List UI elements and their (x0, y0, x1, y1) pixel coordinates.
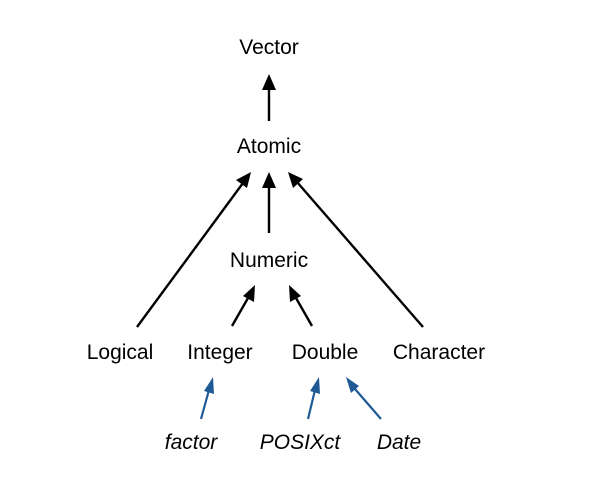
edge-character-to-atomic (296, 181, 424, 328)
edge-double-to-numeric (294, 297, 314, 327)
node-integer: Integer (187, 341, 252, 364)
node-labels: Vector Atomic Numeric Logical Integer Do… (87, 36, 485, 454)
node-posixct: POSIXct (260, 431, 342, 454)
node-date: Date (377, 431, 421, 454)
edge-date-to-double (354, 388, 382, 420)
node-factor: factor (165, 431, 219, 454)
base-type-edges (136, 74, 424, 328)
arrowhead-logical-to-atomic (236, 172, 251, 188)
arrowhead-date-to-double (346, 377, 359, 393)
node-atomic: Atomic (237, 135, 301, 158)
node-character: Character (393, 341, 485, 364)
arrowhead-posixct-to-double (310, 377, 320, 394)
edge-integer-to-numeric (230, 297, 250, 327)
node-logical: Logical (87, 341, 154, 364)
node-vector: Vector (239, 36, 299, 59)
arrowhead-factor-to-integer (204, 377, 214, 394)
arrowhead-character-to-atomic (288, 172, 303, 188)
edge-factor-to-integer (199, 389, 211, 420)
arrowhead-double-to-numeric (289, 285, 301, 302)
arrowhead-integer-to-numeric (243, 285, 255, 302)
node-double: Double (292, 341, 359, 364)
edge-logical-to-atomic (136, 182, 244, 328)
arrowhead-atomic-to-vector (262, 74, 276, 90)
arrowhead-numeric-to-atomic (262, 172, 276, 188)
edge-posixct-to-double (306, 389, 317, 420)
s3-class-edges (199, 377, 382, 420)
node-numeric: Numeric (230, 249, 308, 272)
